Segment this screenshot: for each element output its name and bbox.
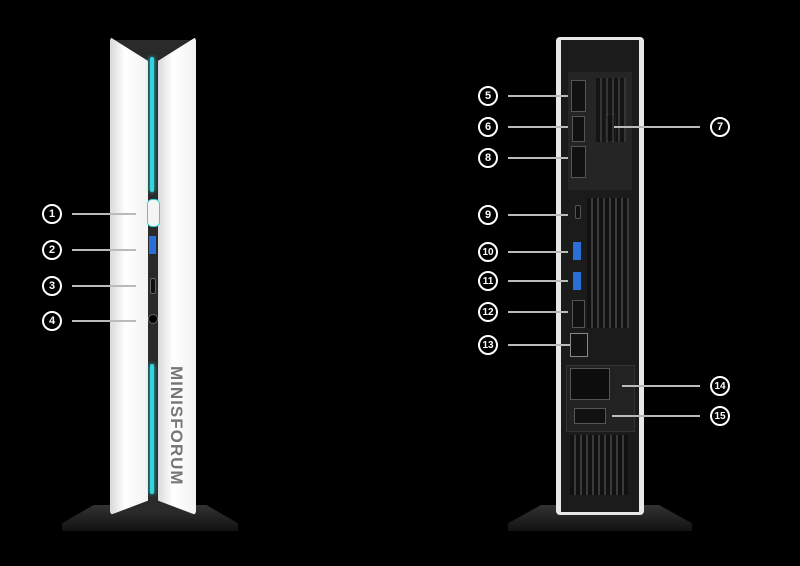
callout-15: 15 <box>710 406 730 426</box>
audio-jack-front <box>148 314 158 324</box>
callout-line-8 <box>508 157 568 159</box>
callout-11: 11 <box>478 271 498 291</box>
callout-line-15 <box>612 415 700 417</box>
callout-14: 14 <box>710 376 730 396</box>
callout-line-4 <box>72 320 136 322</box>
callout-8: 8 <box>478 148 498 168</box>
power-switch[interactable] <box>574 408 606 424</box>
upper-vent <box>596 78 626 142</box>
callout-2: 2 <box>42 240 62 260</box>
callout-line-13 <box>508 344 570 346</box>
callout-line-12 <box>508 311 568 313</box>
power-button[interactable] <box>147 199 160 227</box>
usb-a-port-back-1 <box>573 242 581 260</box>
callout-13: 13 <box>478 335 498 355</box>
displayport-2 <box>571 146 586 178</box>
hdmi-port-3 <box>572 300 585 328</box>
middle-vent <box>587 198 629 328</box>
usb-a-port-back-2 <box>573 272 581 290</box>
callout-line-6 <box>508 126 568 128</box>
callout-line-11 <box>508 280 568 282</box>
callout-line-1 <box>72 213 136 215</box>
ac-power-inlet <box>570 368 610 400</box>
callout-line-2 <box>72 249 136 251</box>
callout-5: 5 <box>478 86 498 106</box>
callout-line-5 <box>508 95 568 97</box>
callout-1: 1 <box>42 204 62 224</box>
displayport-1 <box>571 80 586 112</box>
lower-vent <box>570 435 628 495</box>
callout-6: 6 <box>478 117 498 137</box>
minisforum-logo: MINISFORUM <box>167 366 186 486</box>
hdmi-port-1 <box>572 116 585 142</box>
callout-line-10 <box>508 251 568 253</box>
callout-4: 4 <box>42 311 62 331</box>
front-right-panel <box>158 37 196 515</box>
usb-c-port-front <box>150 278 156 294</box>
front-light-strip-top <box>150 57 154 192</box>
callout-9: 9 <box>478 205 498 225</box>
usb-c-port-back <box>575 205 581 219</box>
callout-12: 12 <box>478 302 498 322</box>
usb-a-port-front <box>149 236 156 254</box>
callout-7: 7 <box>710 117 730 137</box>
front-left-panel <box>110 37 148 515</box>
ethernet-port <box>570 333 588 357</box>
front-light-strip-bottom <box>150 364 154 494</box>
callout-10: 10 <box>478 242 498 262</box>
callout-line-14 <box>622 385 700 387</box>
callout-3: 3 <box>42 276 62 296</box>
callout-line-3 <box>72 285 136 287</box>
callout-line-9 <box>508 214 568 216</box>
callout-line-7 <box>614 126 700 128</box>
